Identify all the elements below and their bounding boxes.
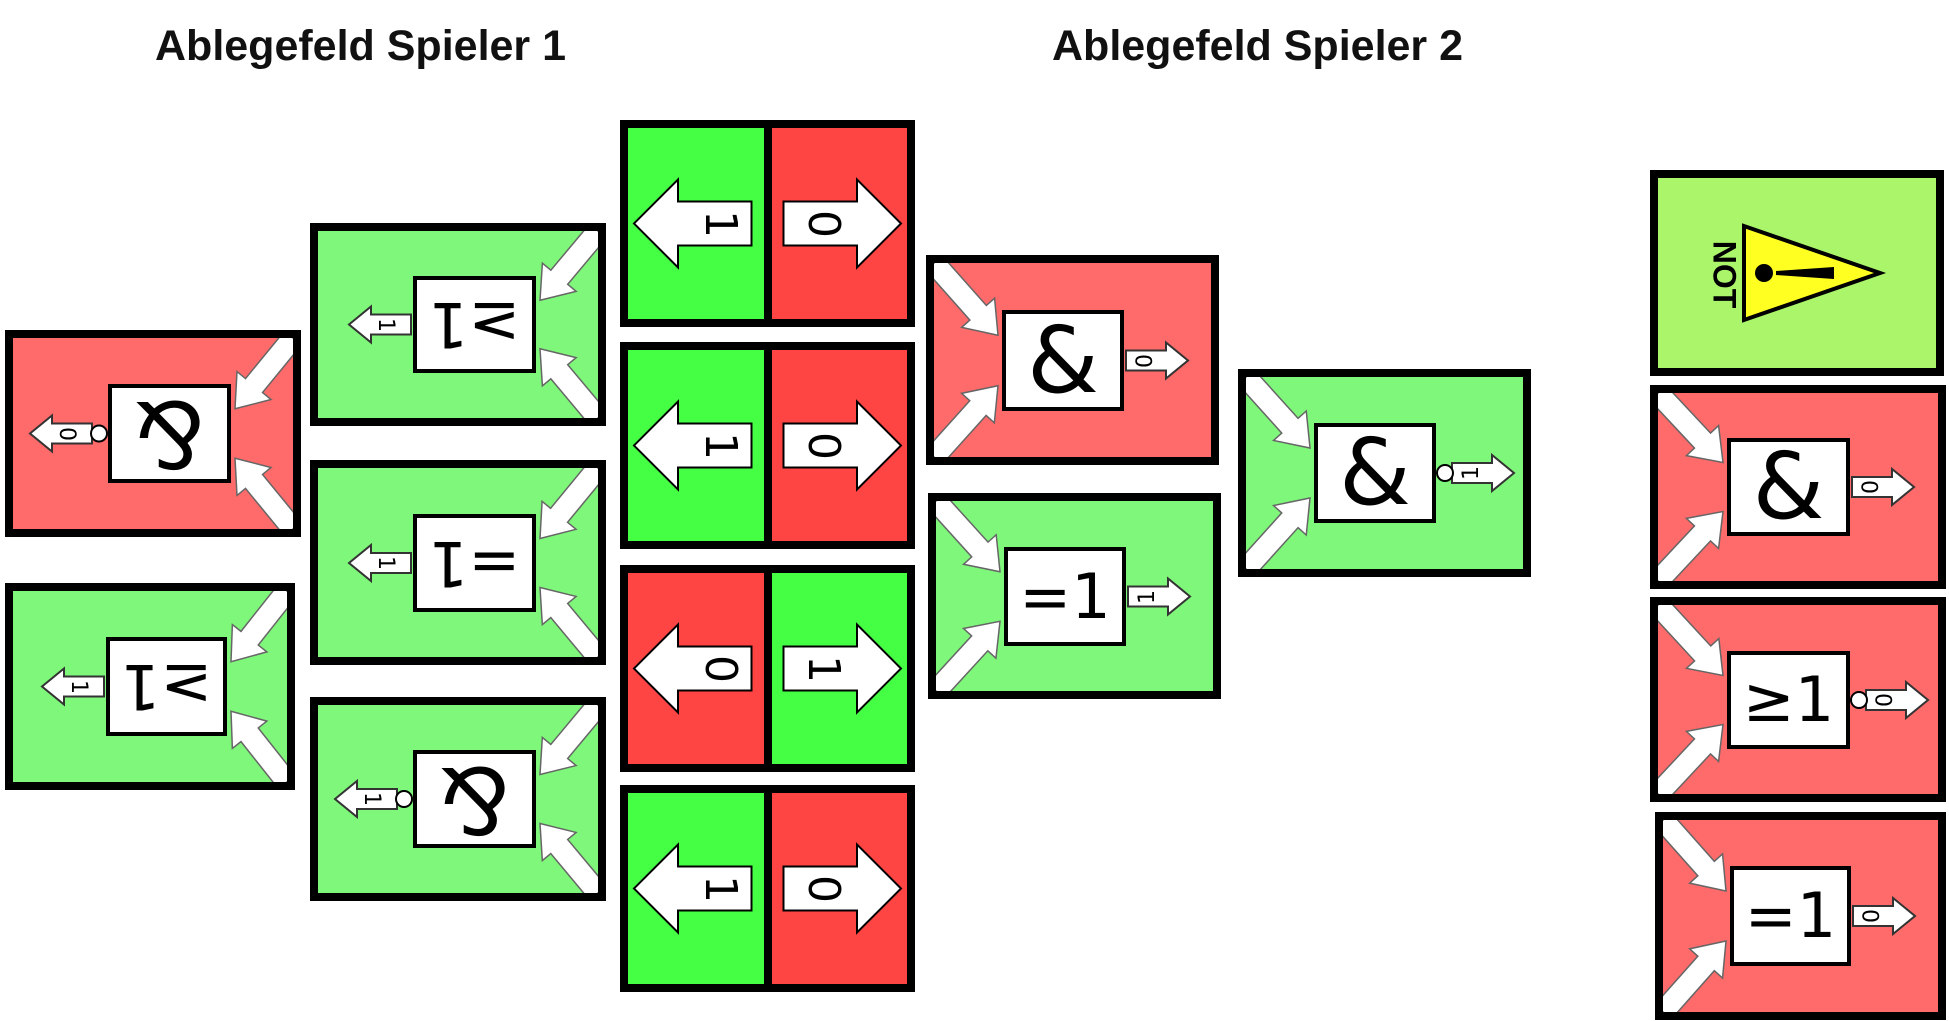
left-right-arrows-icon [632,622,903,715]
gate-type-label: ≥1 [428,288,521,362]
gate-card-p2-and-green[interactable]: 1& [1238,369,1531,577]
output-value-label: 0 [1133,353,1158,368]
input-right-value: 1 [798,654,850,683]
logic-gate-symbol: ≥1 [1727,651,1850,749]
gate-type-label: & [438,746,511,853]
logic-gate-symbol: & [108,380,231,488]
gate-card-p1-xor-green[interactable]: 1 =1 [310,460,606,665]
input-card-divider [763,793,772,984]
input-card-divider [763,350,772,541]
gate-type-label: =1 [428,527,521,600]
input-arrows-icon [333,705,598,893]
output-value-label: 0 [1860,909,1885,923]
gate-type-label: & [133,380,206,488]
warning-triangle-icon [1742,223,1887,323]
input-left-value: 1 [695,431,747,460]
output-value-label: 1 [1459,466,1484,480]
gate-card-p1-and-red[interactable]: 0& [5,330,301,537]
gate-type-label: & [1027,306,1099,414]
left-right-arrows-icon [632,399,903,492]
gate-card-p1-ge-green[interactable]: 1 ≥1 [310,223,606,426]
input-left-value: 0 [695,654,747,683]
gate-card-p1-ge-green-2[interactable]: 1 ≥1 [5,583,295,790]
input-arrows-icon [347,231,598,418]
input-arrows-icon [936,501,1192,691]
logic-gate-symbol: & [413,746,536,853]
logic-gate-symbol: & [1314,423,1436,523]
input-card-divider [763,573,772,764]
left-right-arrows-icon [632,177,903,270]
gate-type-label: =1 [1019,559,1111,633]
input-arrows-icon [1663,820,1917,1012]
input-arrows-icon [28,338,293,529]
input-left-value: 1 [695,209,747,238]
gate-card-p1-and-green[interactable]: 1& [310,697,606,901]
player2-field-title: Ablegefeld Spieler 2 [1052,22,1464,70]
logic-gate-symbol: ≥1 [106,637,227,736]
logic-gate-symbol: & [1727,438,1850,536]
gate-type-label: =1 [1744,879,1837,952]
not-card[interactable]: NOT [1650,170,1944,376]
input-arrows-icon [1658,605,1930,794]
output-value-label: 0 [1873,693,1898,707]
output-value-label: 1 [1135,589,1160,604]
logic-gate-symbol: & [1002,310,1124,411]
input-arrows-icon [1658,393,1916,581]
logic-gate-symbol: =1 [1004,547,1126,646]
gate-type-label: & [1339,419,1411,526]
player1-field-title: Ablegefeld Spieler 1 [155,22,567,70]
logic-gate-symbol: =1 [1730,866,1851,966]
input-right-value: 0 [798,209,850,238]
output-value-label: 1 [373,317,398,332]
output-value-label: 0 [1859,480,1884,494]
gate-card-deck-ge-red[interactable]: 0 ≥1 [1650,597,1946,802]
not-card-label: NOT [1706,240,1743,309]
input-left-value: 1 [695,874,747,903]
left-right-arrows-icon [632,842,903,935]
input-right-value: 0 [798,431,850,460]
gate-type-label: ≥1 [120,650,213,724]
input-arrows-icon [934,263,1190,457]
output-value-label: 1 [359,792,384,806]
input-arrows-icon [347,468,598,657]
input-arrows-icon [1246,377,1516,569]
gate-card-deck-xor-red[interactable]: 0 =1 [1655,812,1946,1020]
logic-gate-symbol: =1 [413,514,536,612]
gate-card-p2-xor-green[interactable]: 1 =1 [928,493,1221,699]
input-arrows-icon [40,591,287,782]
gate-type-label: ≥1 [1742,663,1835,736]
input-card-divider [763,128,772,319]
output-value-label: 1 [66,679,91,694]
gate-type-label: & [1752,433,1825,540]
output-value-label: 0 [54,426,79,441]
output-value-label: 1 [373,556,398,570]
logic-gate-symbol: ≥1 [413,276,536,373]
input-right-value: 0 [798,874,850,903]
gate-card-deck-and-red[interactable]: 0& [1650,385,1946,589]
gate-card-p2-and-red[interactable]: 0& [926,255,1219,465]
